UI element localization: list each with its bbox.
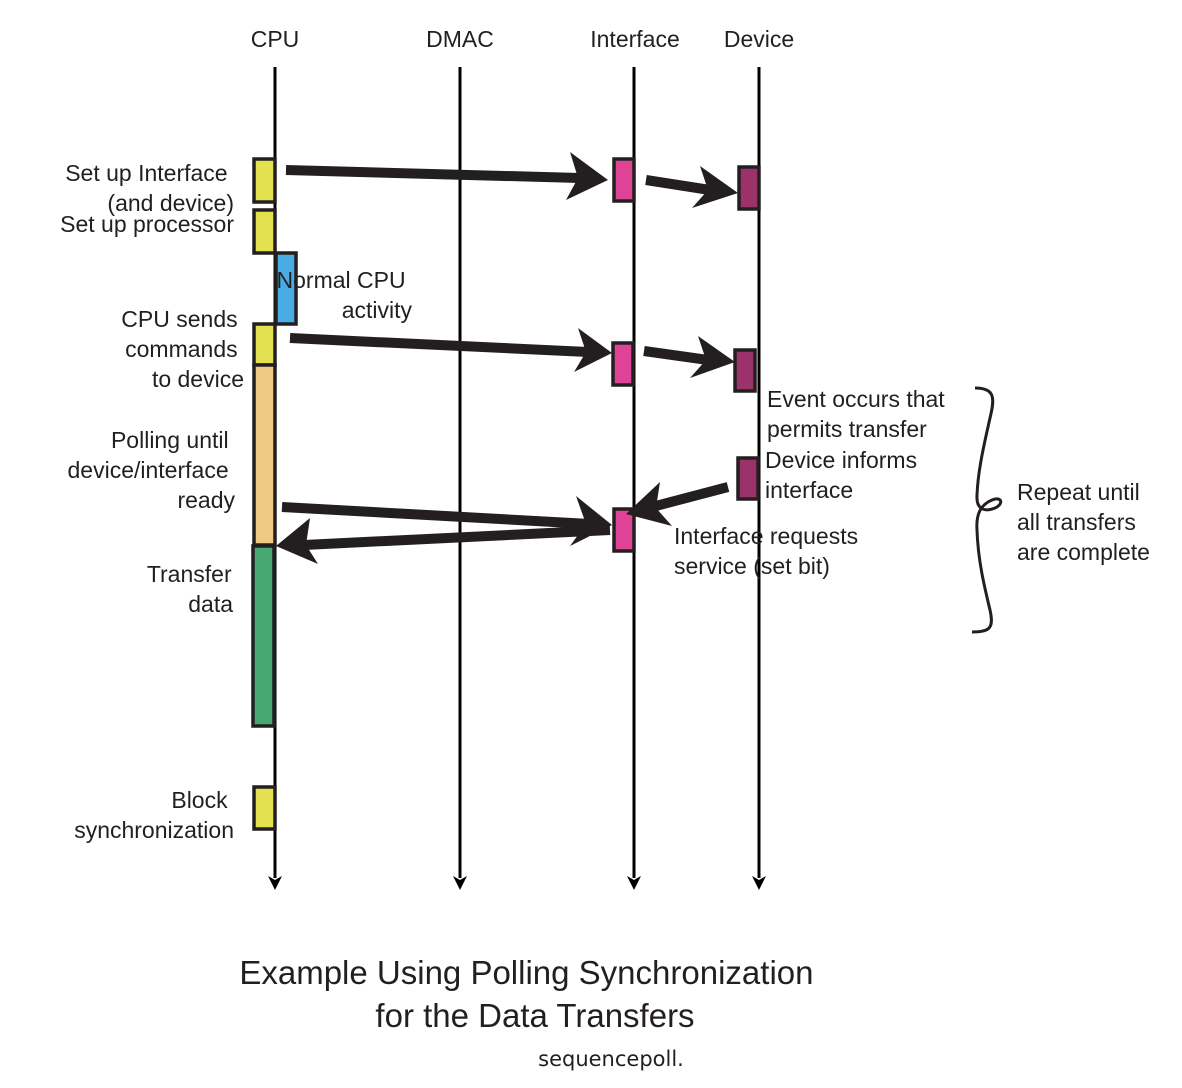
label-normal-cpu: Normal CPU activity (277, 267, 413, 323)
activation-interface-setup (612, 157, 636, 203)
label-cpu-sends: CPU sends commands to device (121, 306, 244, 392)
message-arrow (289, 328, 612, 372)
lifeline-arrowhead-icon (268, 876, 282, 890)
label-device-informs: Device informs interface (765, 447, 924, 503)
activation-setup-processor (252, 208, 277, 255)
message-arrow (276, 518, 611, 564)
lifeline-arrowhead-icon (752, 876, 766, 890)
label-transfer: Transfer data (147, 561, 238, 617)
activation-device-setup (737, 165, 761, 211)
lifeline-dmac (453, 67, 467, 890)
activation-cpu-sends-commands (252, 322, 277, 367)
label-polling: Polling until device/interface ready (68, 427, 236, 513)
message-arrow (645, 166, 738, 208)
lifeline-arrowhead-icon (453, 876, 467, 890)
activation-interface-request (612, 507, 636, 553)
lifeline-header-device: Device (724, 26, 794, 52)
label-block-sync: Block synchronization (74, 787, 234, 843)
repeat-brace-icon (971, 386, 1003, 634)
activation-normal-cpu (274, 251, 298, 326)
message-arrow (626, 482, 730, 526)
activation-interface-command (611, 341, 635, 387)
activation-polling (252, 363, 277, 547)
diagram-caption: sequencepoll. (538, 1047, 684, 1071)
label-set-up-interface: Set up Interface (and device) (65, 160, 234, 216)
lifeline-header-interface: Interface (590, 26, 680, 52)
activation-transfer-data (251, 544, 276, 728)
label-interface-requests: Interface requests service (set bit) (674, 523, 865, 579)
activation-setup-interface (252, 157, 277, 204)
lifeline-header-dmac: DMAC (426, 26, 494, 52)
label-set-up-processor: Set up processor (60, 211, 234, 237)
activation-block-sync (252, 785, 277, 831)
activation-device-command (733, 348, 757, 393)
label-repeat: Repeat until all transfers are complete (1017, 479, 1150, 565)
message-arrow (285, 152, 608, 200)
lifeline-arrowhead-icon (627, 876, 641, 890)
activation-device-event (736, 456, 760, 501)
lifeline-header-cpu: CPU (251, 26, 300, 52)
diagram-title: Example Using Polling Synchronization fo… (239, 954, 822, 1034)
message-arrow (643, 336, 735, 378)
label-event-occurs: Event occurs that permits transfer (767, 386, 951, 442)
